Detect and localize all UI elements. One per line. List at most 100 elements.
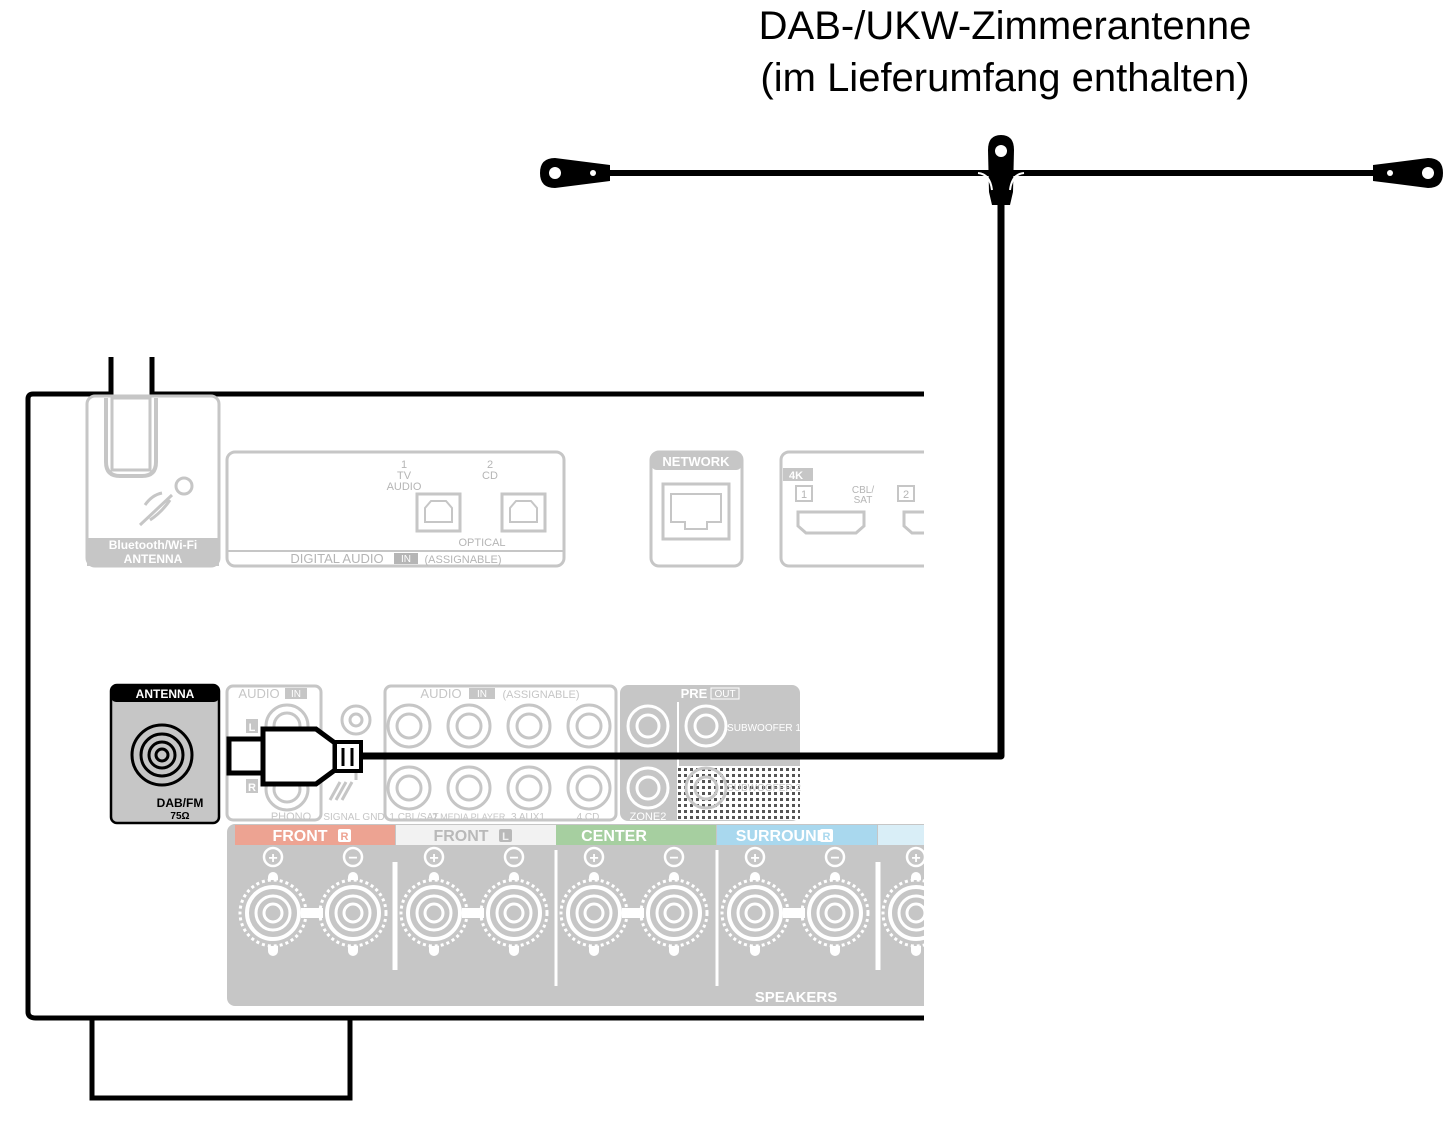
speaker-terminal-bridge bbox=[944, 908, 966, 918]
speaker-group-header-bg bbox=[556, 825, 716, 845]
speaker-terminal-bridge bbox=[783, 908, 805, 918]
speaker-channel-badge-bg bbox=[820, 829, 833, 842]
antenna-dabfm-label: DAB/FM bbox=[157, 796, 204, 810]
antenna-left-eyelet bbox=[540, 158, 610, 188]
audio-assignable-label: AUDIO bbox=[420, 686, 461, 701]
speaker-channel-badge-bg bbox=[499, 829, 512, 842]
audio-phono-in-badge: IN bbox=[291, 689, 301, 700]
audio-input-4-label: 4 CD bbox=[577, 812, 600, 823]
bt-antenna-block: Bluetooth/Wi-Fi ANTENNA bbox=[85, 394, 221, 568]
minus-sign: − bbox=[509, 850, 518, 867]
receiver-outline bbox=[25, 357, 924, 1101]
cable-connector-plug bbox=[226, 726, 363, 787]
phono-l-badge: L bbox=[249, 722, 256, 734]
hdmi-port-2-icon bbox=[902, 510, 924, 535]
audio-input-3-label: 3 AUX1 bbox=[511, 812, 545, 823]
audio-input-1-label: 1 CBL/SAT bbox=[389, 812, 438, 823]
speaker-channel-badge: R bbox=[341, 831, 349, 843]
digital-in2-number: 2 bbox=[487, 459, 493, 471]
digital-in1-source-a: TV bbox=[397, 470, 412, 482]
subwoofer-2-label: SUBWOOFER 2 bbox=[727, 783, 801, 794]
speaker-group-label: CENTER bbox=[581, 828, 647, 845]
minus-sign: − bbox=[830, 850, 839, 867]
audio-input-2-label: 2 MEDIA PLAYER bbox=[433, 812, 506, 822]
optical-jack-1 bbox=[415, 492, 462, 533]
caption-line-2: (im Lieferumfang enthalten) bbox=[760, 56, 1250, 100]
pre-out-badge: OUT bbox=[714, 689, 735, 700]
speaker-group-label: FRONT bbox=[272, 828, 327, 845]
plus-sign: + bbox=[268, 850, 277, 867]
speaker-channel-badge-bg bbox=[338, 829, 351, 842]
speaker-terminal-plus: + bbox=[238, 846, 308, 956]
speaker-channel-badge: R bbox=[823, 831, 831, 843]
zone2-label: ZONE2 bbox=[630, 811, 667, 823]
antenna-cable bbox=[355, 198, 1005, 760]
speaker-terminal-minus: − bbox=[963, 848, 1029, 956]
plus-sign: + bbox=[589, 850, 598, 867]
speaker-group-header-bg bbox=[717, 825, 877, 845]
speaker-terminal-bridge bbox=[622, 908, 644, 918]
bt-antenna-label-1: Bluetooth/Wi-Fi bbox=[109, 538, 198, 552]
digital-assignable: (ASSIGNABLE) bbox=[424, 554, 501, 566]
digital-in-badge: IN bbox=[401, 554, 411, 565]
rear-panel: Bluetooth/Wi-Fi ANTENNA 1 TV AUDIO 2 CD … bbox=[85, 394, 1029, 1006]
minus-sign: − bbox=[669, 850, 678, 867]
signal-gnd-label: SIGNAL GND bbox=[323, 812, 384, 823]
plus-sign: + bbox=[911, 850, 920, 867]
audio-phono-label: AUDIO bbox=[238, 686, 279, 701]
plus-sign: + bbox=[750, 850, 759, 867]
speaker-group-label: SU bbox=[925, 828, 947, 845]
hdmi-in2-number: 2 bbox=[903, 489, 909, 501]
plus-sign: + bbox=[429, 850, 438, 867]
optical-jack-2 bbox=[500, 492, 547, 533]
speaker-terminal-bridge bbox=[462, 908, 484, 918]
speaker-terminal-plus: + bbox=[399, 846, 469, 956]
speaker-terminal-minus: − bbox=[639, 846, 709, 956]
digital-in1-source-b: AUDIO bbox=[387, 481, 422, 493]
speaker-group-header-bg bbox=[878, 825, 924, 845]
digital-audio-label: DIGITAL AUDIO bbox=[290, 551, 383, 566]
network-label: NETWORK bbox=[662, 454, 730, 469]
hdmi-port-1-icon bbox=[796, 510, 866, 535]
speaker-terminal-minus: − bbox=[479, 846, 549, 956]
speaker-terminal-plus: + bbox=[881, 846, 924, 956]
antenna-center-junction bbox=[977, 135, 1025, 205]
speaker-channel-badge: L bbox=[502, 831, 509, 843]
speaker-group-header-bg bbox=[396, 825, 556, 845]
pre-out-label: PRE bbox=[681, 686, 708, 701]
digital-in2-source: CD bbox=[482, 470, 498, 482]
ethernet-port-icon bbox=[670, 493, 722, 530]
hdmi-sat-label: SAT bbox=[854, 495, 873, 506]
wireless-icon bbox=[138, 476, 194, 527]
network-block: NETWORK bbox=[649, 450, 744, 568]
minus-sign: − bbox=[991, 850, 1000, 867]
speaker-terminal-plus: + bbox=[720, 846, 790, 956]
speakers-label: SPEAKERS bbox=[755, 989, 838, 1006]
digital-audio-block: 1 TV AUDIO 2 CD OPTICAL DIGITAL AUDIO IN… bbox=[225, 450, 566, 568]
hdmi-cbl-label: CBL/ bbox=[852, 485, 874, 496]
hdmi-in1-number: 1 bbox=[801, 489, 807, 501]
hdmi-block: 4K 1 CBL/ SAT 2 bbox=[779, 450, 924, 568]
speaker-group-header-bg bbox=[235, 825, 395, 845]
hdmi-4k-badge: 4K bbox=[789, 470, 803, 482]
antenna-right-eyelet bbox=[1373, 158, 1443, 188]
speaker-group-label: SURROUND bbox=[736, 828, 828, 845]
caption-line-1: DAB-/UKW-Zimmerantenne bbox=[758, 4, 1252, 48]
audio-assignable-in-badge: IN bbox=[477, 689, 487, 700]
antenna-terminal: ANTENNA DAB/FM 75Ω bbox=[109, 683, 221, 825]
optical-label: OPTICAL bbox=[458, 537, 505, 549]
phono-label: PHONO bbox=[271, 811, 312, 823]
audio-assignable-note: (ASSIGNABLE) bbox=[502, 689, 579, 701]
speaker-group-label: FRONT bbox=[433, 828, 488, 845]
antenna-title: ANTENNA bbox=[136, 687, 195, 701]
minus-sign: − bbox=[348, 850, 357, 867]
digital-in1-number: 1 bbox=[401, 459, 407, 471]
phono-r-badge: R bbox=[248, 782, 256, 794]
speaker-terminal-minus: − bbox=[318, 846, 388, 956]
antenna-impedance-label: 75Ω bbox=[170, 811, 189, 822]
bt-antenna-label-2: ANTENNA bbox=[124, 552, 183, 566]
speaker-terminal-bridge bbox=[301, 908, 323, 918]
subwoofer-1-label: SUBWOOFER 1 bbox=[727, 723, 801, 734]
